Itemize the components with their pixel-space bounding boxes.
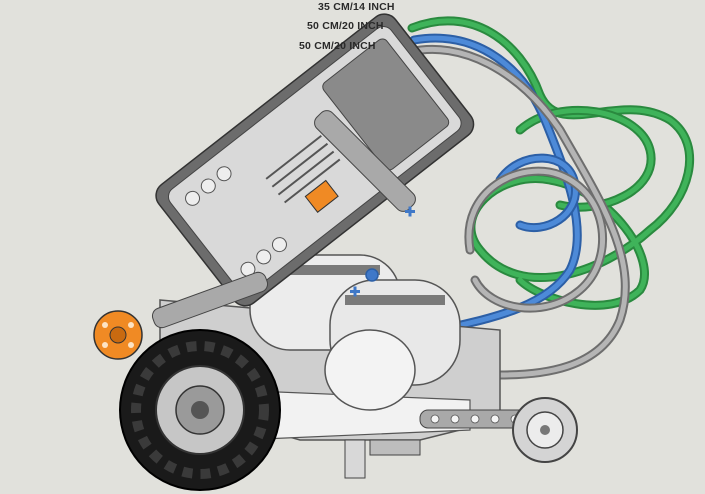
- orange-hub: [93, 310, 143, 360]
- cable-label-gray: 50 CM/20 INCH: [299, 40, 376, 52]
- caster-wheel: [512, 397, 578, 463]
- cable-label-green: 35 CM/14 INCH: [318, 1, 395, 13]
- nxt-brick: [155, 13, 475, 307]
- blue-connectors: [350, 206, 415, 297]
- cable-label-blue: 50 CM/20 INCH: [307, 20, 384, 32]
- lower-bracket: [344, 439, 421, 479]
- motors: [249, 254, 461, 411]
- main-wheel: [119, 329, 281, 491]
